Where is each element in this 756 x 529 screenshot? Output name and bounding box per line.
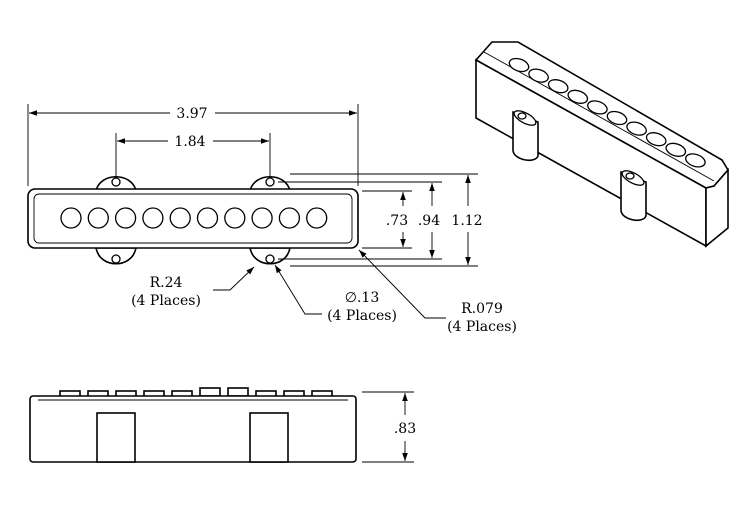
pole-pieces-iso <box>508 57 706 168</box>
side-leg-right <box>249 412 289 463</box>
side-leg-left <box>96 412 136 463</box>
mount-hole-bottom-left <box>111 254 121 264</box>
pole-width-label: .73 <box>386 213 408 229</box>
hole-diameter-note: (4 Places) <box>327 308 397 324</box>
pole-piece <box>306 207 328 229</box>
mount-hole-top-left <box>111 177 121 187</box>
iso-mount-ear-right <box>620 170 647 222</box>
top-view <box>27 176 359 265</box>
pole-piece-iso <box>508 57 530 73</box>
body-width-label: .94 <box>418 213 440 229</box>
pickup-body-top <box>27 188 359 249</box>
dimension-height: .83 <box>362 391 416 463</box>
callout-hole-diameter: ∅.13 (4 Places) <box>274 264 397 324</box>
iso-end-face <box>705 167 729 248</box>
hole-diameter-value: ∅.13 <box>345 290 379 306</box>
pole-piece-iso <box>587 100 608 115</box>
pickup-body-inner-edge <box>33 193 353 244</box>
iso-mount-ear-left <box>512 110 539 162</box>
pole-piece <box>251 207 273 229</box>
ear-radius-note: (4 Places) <box>131 293 201 309</box>
pole-piece <box>142 207 164 229</box>
pole-piece <box>224 207 246 229</box>
dimension-overall-length: 3.97 <box>27 104 359 186</box>
ear-width-label: 1.12 <box>451 213 482 229</box>
isometric-view <box>474 41 729 248</box>
pole-piece <box>87 207 109 229</box>
callout-ear-radius: R.24 (4 Places) <box>131 266 255 309</box>
pole-piece-iso <box>547 79 569 94</box>
pole-piece <box>278 207 301 229</box>
dimension-mount-spacing: 1.84 <box>115 133 271 176</box>
side-view <box>29 387 357 463</box>
mount-spacing-label: 1.84 <box>174 134 205 150</box>
pole-piece-iso <box>665 142 687 157</box>
ear-radius-value: R.24 <box>150 275 183 291</box>
callout-corner-radius: R.079 (4 Places) <box>358 249 517 335</box>
mount-hole-bottom-right <box>265 254 275 264</box>
mount-hole-top-right <box>265 177 275 187</box>
pole-piece-iso <box>645 132 667 147</box>
pole-piece <box>196 207 219 229</box>
pole-piece-iso <box>567 89 589 104</box>
pole-bump <box>227 387 249 397</box>
corner-radius-value: R.079 <box>461 301 503 317</box>
pole-piece-iso <box>528 68 549 83</box>
height-label: .83 <box>394 421 416 437</box>
pole-pieces-top <box>60 207 328 229</box>
pickup-body-side <box>29 395 357 463</box>
pole-piece <box>114 207 137 229</box>
pole-piece-iso <box>606 110 628 126</box>
pole-piece <box>169 207 191 229</box>
pole-piece-iso <box>685 153 706 168</box>
pole-piece-iso <box>626 121 647 136</box>
pole-bump <box>199 387 221 397</box>
overall-length-label: 3.97 <box>176 106 207 122</box>
corner-radius-note: (4 Places) <box>447 319 517 335</box>
pole-piece <box>60 207 82 229</box>
dimension-widths: .73 .94 1.12 <box>278 173 483 267</box>
